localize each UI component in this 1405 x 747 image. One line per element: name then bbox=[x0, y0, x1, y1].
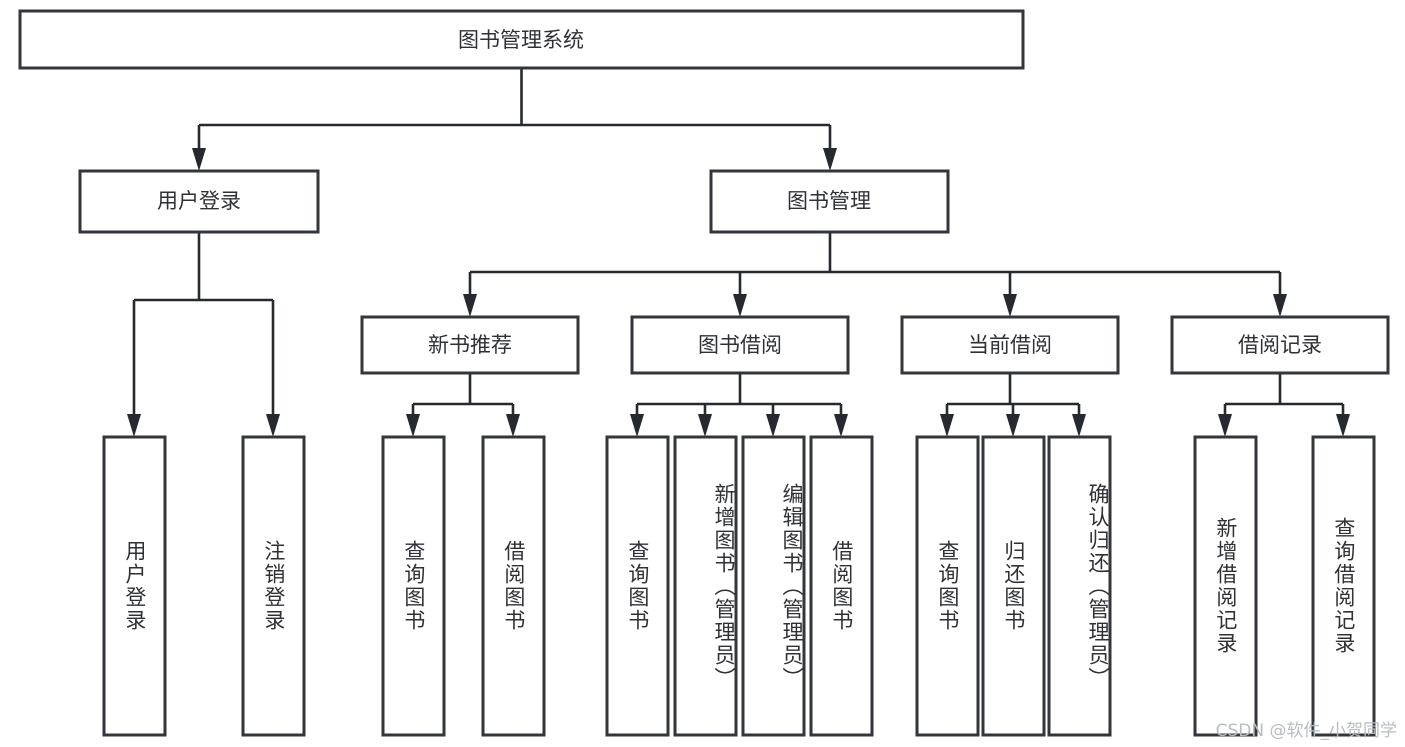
arrow-head-current-leaf1 bbox=[940, 414, 954, 437]
node-box-group bbox=[18, 9, 1390, 737]
node-leaf-user-logout[interactable] bbox=[241, 435, 306, 737]
node-new-book-recommend-label: 新书推荐 bbox=[428, 333, 512, 357]
arrow-head-borrow-leaf3 bbox=[766, 414, 780, 437]
arrow-head-record bbox=[1273, 294, 1287, 317]
node-leaf-cb-confirm-return[interactable] bbox=[1047, 435, 1112, 737]
node-root-label: 图书管理系统 bbox=[458, 28, 584, 52]
node-book-borrow[interactable] bbox=[630, 315, 850, 375]
node-root[interactable] bbox=[18, 9, 1025, 70]
arrow-head-borrow-leaf1 bbox=[630, 414, 644, 437]
arrow-head-newbook-leaf1 bbox=[406, 414, 420, 437]
node-leaf-br-add-record[interactable] bbox=[1193, 435, 1258, 737]
arrow-head-userlogin-leaf1 bbox=[127, 414, 141, 437]
arrow-head-borrow-leaf2 bbox=[698, 414, 712, 437]
node-leaf-br-query-record[interactable] bbox=[1311, 435, 1376, 737]
node-current-borrow-label: 当前借阅 bbox=[968, 333, 1052, 357]
arrow-head-borrow-leaf4 bbox=[834, 414, 848, 437]
node-user-login-label: 用户登录 bbox=[157, 189, 241, 213]
arrow-head-current-leaf2 bbox=[1006, 414, 1020, 437]
node-book-management[interactable] bbox=[709, 169, 950, 234]
horizontal-label-group: 图书管理系统 用户登录 图书管理 新书推荐 图书借阅 当前借阅 借阅记录 bbox=[157, 28, 1322, 357]
arrow-head-record-leaf1 bbox=[1218, 414, 1232, 437]
arrow-head-borrow bbox=[733, 294, 747, 317]
node-current-borrow[interactable] bbox=[900, 315, 1120, 375]
arrow-head-bookmgmt bbox=[823, 148, 837, 171]
arrow-head-userlogin-leaf2 bbox=[266, 414, 280, 437]
node-leaf-cb-return-book[interactable] bbox=[981, 435, 1046, 737]
node-book-management-label: 图书管理 bbox=[787, 189, 871, 213]
node-leaf-nb-query-book[interactable] bbox=[381, 435, 446, 737]
arrow-head-current bbox=[1003, 294, 1017, 317]
node-book-borrow-label: 图书借阅 bbox=[698, 333, 782, 357]
node-borrow-record-label: 借阅记录 bbox=[1238, 333, 1322, 357]
node-borrow-record[interactable] bbox=[1170, 315, 1390, 375]
node-leaf-bb-add-book[interactable] bbox=[673, 435, 738, 737]
node-leaf-user-login[interactable] bbox=[102, 435, 167, 737]
arrow-head-newbook bbox=[463, 294, 477, 317]
connector-group bbox=[127, 68, 1350, 437]
node-user-login[interactable] bbox=[78, 169, 320, 234]
arrow-head-userlogin bbox=[192, 148, 206, 171]
node-leaf-bb-query-book[interactable] bbox=[605, 435, 670, 737]
node-leaf-cb-query-book[interactable] bbox=[915, 435, 980, 737]
node-leaf-bb-edit-book[interactable] bbox=[741, 435, 806, 737]
node-new-book-recommend[interactable] bbox=[360, 315, 580, 375]
arrow-head-current-leaf3 bbox=[1072, 414, 1086, 437]
watermark-text: CSDN @软件_小贺同学 bbox=[1215, 721, 1397, 741]
arrow-head-record-leaf2 bbox=[1336, 414, 1350, 437]
arrow-head-newbook-leaf2 bbox=[506, 414, 520, 437]
node-leaf-nb-borrow-book[interactable] bbox=[481, 435, 546, 737]
node-leaf-bb-borrow-book[interactable] bbox=[809, 435, 874, 737]
